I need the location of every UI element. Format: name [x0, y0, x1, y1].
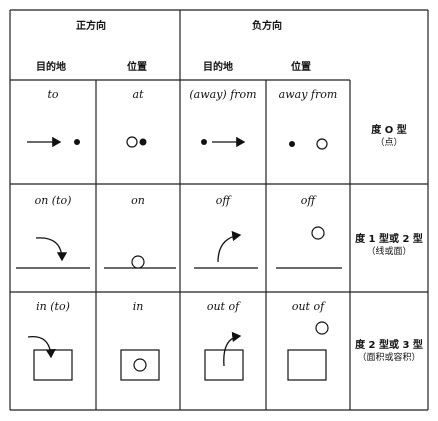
- on-position-icon: [104, 255, 176, 269]
- dimension-type: 度 O 型: [371, 125, 407, 136]
- dimension-note: （点）: [375, 138, 403, 148]
- cell-label: away from: [278, 88, 338, 101]
- cell-label: in: [132, 300, 144, 313]
- dimension-note: （线或面）: [366, 247, 412, 257]
- dimension-label-point: 度 O 型 （点）: [371, 124, 406, 150]
- header-positive: 正方向: [76, 21, 106, 32]
- cell-label: to: [47, 88, 59, 101]
- dimension-label-surface: 度 1 型或 2 型 （线或面）: [355, 233, 423, 259]
- cell-label: (away) from: [189, 88, 257, 101]
- in-to-arrow-icon: [27, 336, 73, 381]
- cell-label: off: [300, 194, 316, 207]
- cell-label: out of: [291, 300, 325, 313]
- on-to-arrow-icon: [16, 237, 90, 269]
- off-position-icon: [276, 226, 342, 269]
- at-point-icon: [126, 136, 147, 148]
- header-col-3: 目的地: [203, 62, 233, 73]
- dimension-type: 度 1 型或 2 型: [355, 234, 423, 245]
- dimension-note: （面积或容积）: [357, 353, 421, 363]
- cell-label: on (to): [34, 194, 72, 207]
- cell-label: in (to): [36, 300, 70, 313]
- cell-label: out of: [206, 300, 240, 313]
- cell-label: on: [131, 194, 145, 207]
- in-position-icon: [120, 349, 160, 381]
- cell-label: at: [132, 88, 144, 101]
- header-negative: 负方向: [252, 21, 282, 32]
- off-arrow-icon: [194, 230, 258, 269]
- away-from-arrow-icon: [201, 136, 246, 148]
- dimension-label-volume: 度 2 型或 3 型 （面积或容积）: [355, 339, 423, 365]
- away-from-position-icon: [289, 138, 328, 150]
- out-of-position-icon: [287, 321, 329, 381]
- to-arrow-icon: [27, 136, 80, 148]
- dimension-type: 度 2 型或 3 型: [355, 340, 423, 351]
- out-of-arrow-icon: [204, 331, 244, 381]
- header-col-4: 位置: [291, 62, 311, 73]
- header-col-1: 目的地: [36, 62, 66, 73]
- cell-label: off: [215, 194, 231, 207]
- header-col-2: 位置: [127, 62, 147, 73]
